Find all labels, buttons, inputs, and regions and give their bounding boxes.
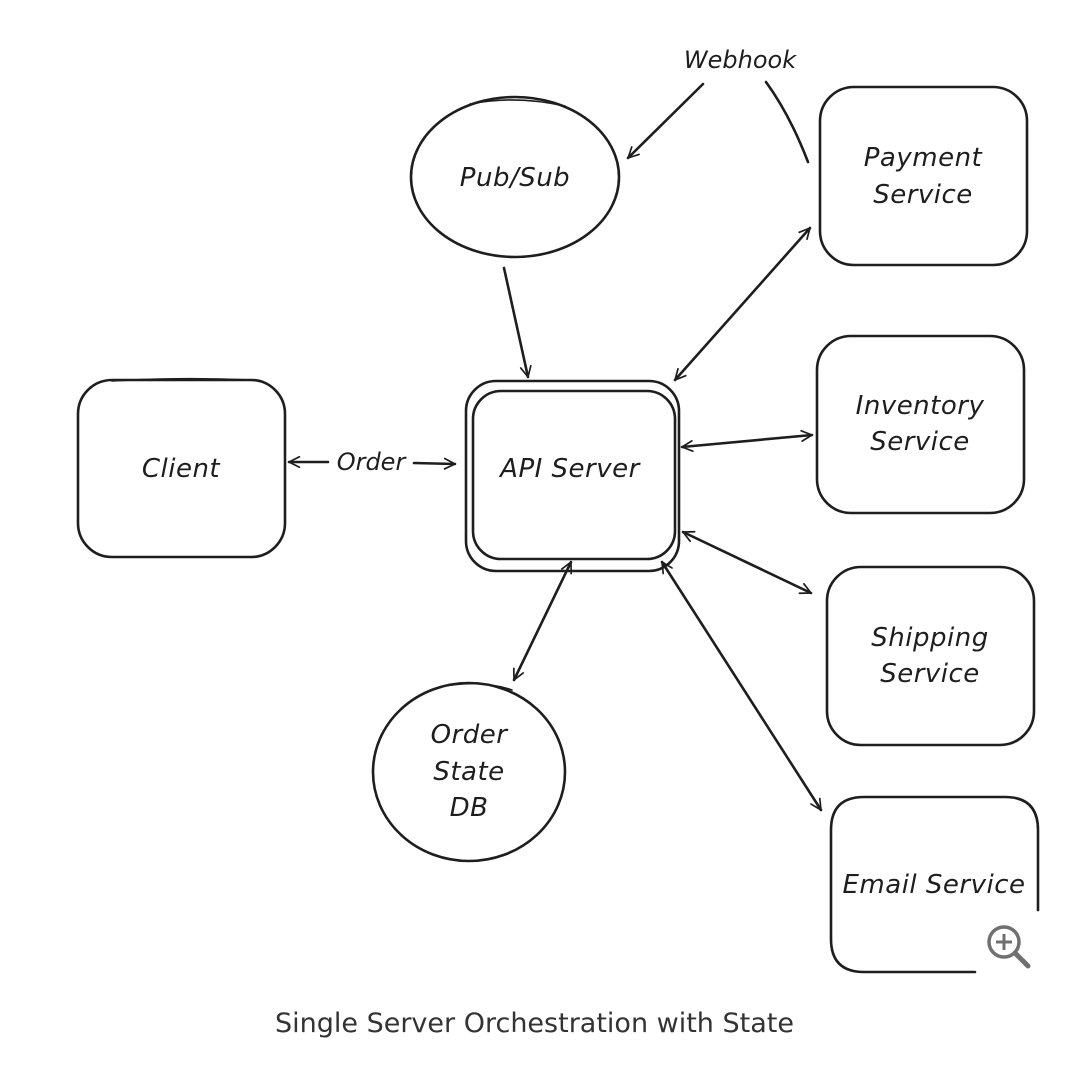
payment-service-node[interactable]: Payment Service	[818, 85, 1029, 267]
order-db-label-line1: Order	[431, 720, 510, 750]
edge-pubsub-api	[502, 266, 532, 379]
payment-label-line1: Payment	[864, 143, 983, 173]
edge-api-orderdb	[512, 560, 573, 682]
client-label: Client	[142, 454, 221, 484]
figure-caption: Single Server Orchestration with State	[275, 1008, 794, 1039]
edge-inventory-api	[680, 429, 814, 453]
order-db-label-line3: DB	[450, 793, 489, 823]
edge-webhook: Webhook	[626, 46, 810, 164]
inventory-label-line2: Service	[870, 427, 970, 457]
zoom-in-icon[interactable]	[984, 922, 1034, 972]
edge-email-api	[660, 560, 823, 812]
email-label: Email Service	[843, 870, 1026, 900]
client-node[interactable]: Client	[76, 377, 287, 559]
edge-shipping-api	[681, 530, 813, 595]
inventory-service-node[interactable]: Inventory Service	[815, 334, 1026, 515]
api-server-node[interactable]: API Server	[464, 379, 681, 573]
order-db-label-line2: State	[433, 757, 504, 787]
edge-label-webhook: Webhook	[684, 46, 797, 74]
architecture-diagram: Client API Server Pub/Sub Order State DB…	[76, 46, 1040, 974]
edge-client-api: Order	[287, 448, 457, 476]
api-server-label: API Server	[498, 454, 641, 484]
edge-payment-api	[673, 226, 812, 382]
email-service-node[interactable]: Email Service	[829, 795, 1040, 974]
payment-label-line2: Service	[873, 180, 973, 210]
shipping-label-line2: Service	[880, 659, 980, 689]
edge-label-order: Order	[337, 448, 408, 476]
shipping-label-line1: Shipping	[871, 623, 988, 653]
shipping-service-node[interactable]: Shipping Service	[825, 565, 1036, 747]
pubsub-label: Pub/Sub	[460, 163, 570, 193]
order-state-db-node[interactable]: Order State DB	[371, 681, 567, 863]
pubsub-node[interactable]: Pub/Sub	[409, 95, 621, 259]
inventory-label-line1: Inventory	[856, 391, 985, 421]
